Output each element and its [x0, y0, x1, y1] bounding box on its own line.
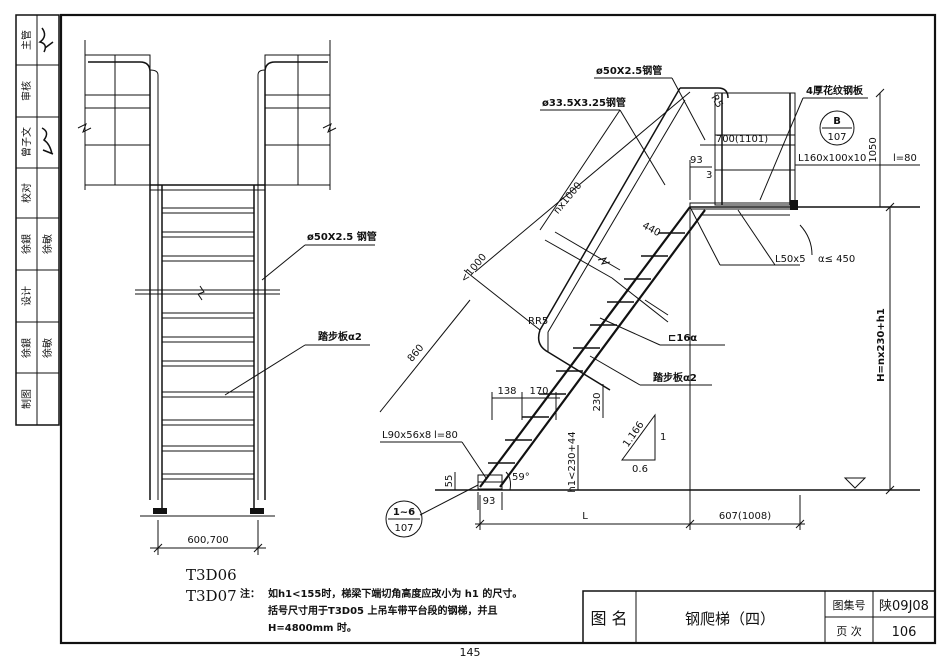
front-treads	[161, 207, 255, 480]
side-view: H=nx230+h1 1050 700(1101) 93 3 R5 ø50X2.…	[379, 64, 920, 538]
note-prefix: 注：	[240, 587, 260, 600]
side-bottom-angle: L90x56x8	[382, 430, 431, 441]
dim-slope: 1.166	[621, 420, 646, 450]
drawing-note: 注： 如h1<155时，梯梁下端切角高度应改小为 h1 的尺寸。 括号尺寸用于T…	[240, 587, 522, 634]
dim-h1: h1<230+44	[567, 431, 578, 492]
dim-93-top: 93	[690, 155, 703, 166]
dim-lt1000: <1000	[459, 252, 489, 285]
sidebar-role-5: 徐銀	[20, 234, 33, 254]
front-view: 600,700 ø50X2.5 钢管 踏步板α2	[77, 40, 377, 555]
drawing-title: 钢爬梯（四）	[685, 610, 775, 628]
dim-l50: L50x5	[775, 254, 806, 265]
dim-700: 700(1101)	[716, 134, 768, 145]
dim-a450: α≤ 450	[818, 254, 855, 265]
dim-h-right: H=nx230+h1	[876, 308, 887, 382]
drawing-codes: T3D06 T3D07	[186, 566, 237, 605]
atlas-value: 陕09J08	[879, 599, 929, 614]
dim-607: 607(1008)	[719, 511, 771, 522]
sidebar-name-7: 徐敏	[41, 338, 54, 358]
note-line-1: 如h1<155时，梯梁下端切角高度应改小为 h1 的尺寸。	[268, 587, 522, 600]
side-handrail-label: ø50X2.5钢管	[596, 64, 662, 77]
side-angle-len: l=80	[893, 153, 917, 164]
signature-scribble-3	[41, 127, 54, 155]
side-tread-label: 踏步板α2	[653, 371, 697, 384]
dim-230: 230	[592, 392, 603, 411]
sidebar-role-3: 曾子文	[20, 127, 33, 157]
callout-b	[819, 110, 855, 146]
sidebar-role-7: 徐銀	[20, 338, 33, 358]
sidebar-role-6: 设计	[20, 286, 33, 306]
slope-triangle	[621, 413, 656, 461]
dim-93-bottom: 93	[483, 496, 496, 507]
dim-55: 55	[444, 475, 455, 488]
dim-slope-06: 0.6	[632, 464, 648, 475]
title-block: 图 名 钢爬梯（四） 图集号 陕09J08 页 次 106	[582, 590, 936, 644]
sidebar-role-4: 校对	[20, 183, 33, 203]
signature-sidebar: 主管 审核 曾子文 校对 徐銀 徐敏 设计 徐銀 徐敏 制图	[15, 14, 60, 426]
side-bottom-angle-len: l=80	[434, 430, 458, 441]
sidebar-role-1: 主管	[20, 30, 33, 50]
dim-440: 440	[640, 220, 662, 239]
sidebar-role-8: 制图	[20, 389, 33, 409]
front-width-label: 600,700	[187, 535, 228, 546]
ground-level-marker	[843, 477, 867, 489]
dim-170: 170	[529, 386, 548, 397]
note-line-3: H=4800mm 时。	[268, 621, 357, 634]
side-rail-label: ø33.5X3.25钢管	[542, 96, 626, 109]
atlas-label: 图集号	[833, 598, 866, 612]
code-2: T3D07	[186, 587, 237, 605]
callout-c-top: 1~6	[393, 507, 415, 518]
dim-860: 860	[406, 343, 427, 365]
side-plate-label: 4厚花纹钢板	[806, 84, 864, 97]
front-pipe-label: ø50X2.5 钢管	[307, 230, 377, 243]
callout-c	[385, 500, 423, 538]
page-number: 145	[460, 646, 481, 659]
front-tread-label: 踏步板α2	[318, 330, 362, 343]
note-line-2: 括号尺寸用于T3D05 上吊车带平台段的钢梯，并且	[268, 604, 497, 617]
page-value: 106	[892, 625, 917, 640]
sidebar-name-5: 徐敏	[41, 234, 54, 254]
dim-nx1000: nx1000	[552, 180, 585, 216]
dim-angle-deg: 59°	[512, 472, 530, 483]
side-channel-label: ⊏16α	[668, 333, 697, 344]
dim-slope-1: 1	[660, 432, 666, 443]
dim-1050: 1050	[868, 137, 879, 162]
side-angle-label: L160x100x10	[798, 153, 866, 164]
callout-b-bottom: 107	[827, 132, 846, 143]
signature-scribble-1	[38, 27, 54, 53]
page-label: 页 次	[836, 624, 862, 638]
title-label: 图 名	[590, 609, 627, 628]
drawing-frame	[59, 13, 937, 645]
code-1: T3D06	[186, 566, 237, 584]
dim-3: 3	[706, 170, 712, 181]
sidebar-role-2: 审核	[20, 81, 33, 101]
callout-c-bottom: 107	[394, 523, 413, 534]
dim-rr5: RR5	[528, 316, 548, 327]
callout-b-top: B	[833, 116, 841, 127]
dim-138: 138	[497, 386, 516, 397]
dim-L: L	[582, 511, 588, 522]
